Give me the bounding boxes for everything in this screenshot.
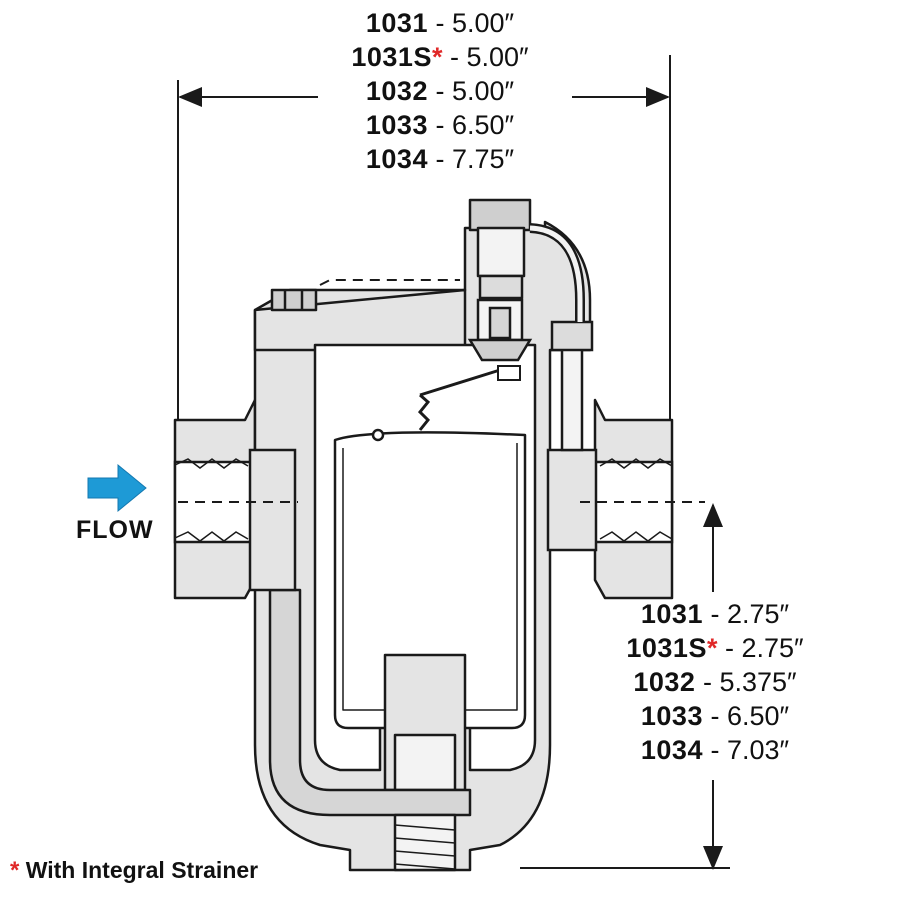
dimension-row: 1033 - 6.50″	[640, 701, 790, 731]
dimension-row: 1031 - 2.75″	[640, 599, 790, 629]
outlet-height-dimension-list: 1031 - 2.75″ 1031S* - 2.75″ 1032 - 5.375…	[585, 597, 845, 767]
body-width-dimension-list: 1031 - 5.00″ 1031S* - 5.00″ 1032 - 5.00″…	[300, 6, 580, 176]
dimension-row: 1034 - 7.03″	[640, 735, 790, 765]
flow-label: FLOW	[76, 516, 154, 544]
dimension-row: 1033 - 6.50″	[365, 110, 515, 140]
height-dimension-lines	[520, 503, 730, 870]
dimension-row: 1034 - 7.75″	[365, 144, 515, 174]
footnote-asterisk: *	[10, 857, 20, 884]
trap-interior	[268, 343, 537, 872]
dimension-row: 1032 - 5.00″	[365, 76, 515, 106]
dimension-row: 1031S* - 2.75″	[626, 633, 804, 663]
dimension-row: 1031 - 5.00″	[365, 8, 515, 38]
centerlines	[178, 279, 705, 503]
footnote-text: With Integral Strainer	[25, 857, 259, 883]
footnote: * With Integral Strainer	[10, 857, 258, 885]
valve-lever	[417, 298, 533, 431]
dimension-row: 1032 - 5.375″	[633, 667, 797, 697]
right-arrow-icon	[87, 463, 147, 513]
dimension-row: 1031S* - 5.00″	[351, 42, 529, 72]
width-dimension-lines	[177, 55, 671, 420]
